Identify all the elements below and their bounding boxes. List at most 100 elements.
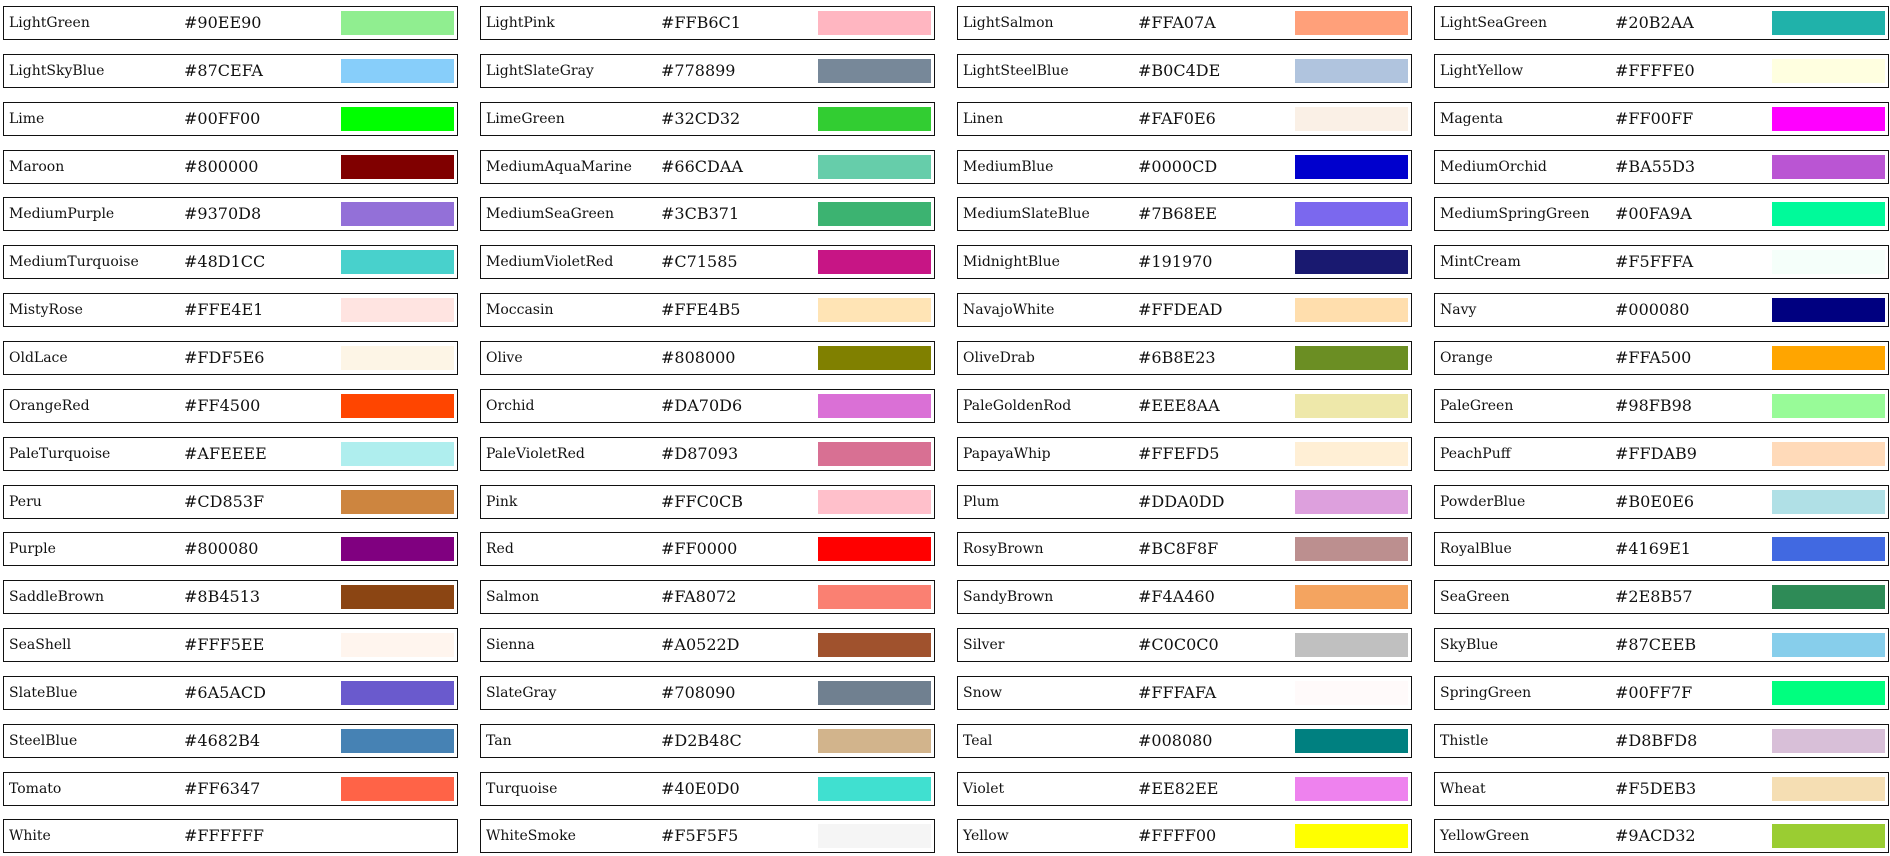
color-name: PaleVioletRed (486, 446, 585, 462)
color-row-white: White#FFFFFF (3, 819, 458, 853)
color-hex: #8B4513 (184, 587, 261, 606)
color-row-linen: Linen#FAF0E6 (957, 102, 1412, 136)
color-name: RosyBrown (963, 541, 1044, 557)
color-hex: #FF00FF (1615, 109, 1694, 128)
color-swatch (1772, 202, 1885, 226)
color-hex: #FFFAFA (1138, 683, 1217, 702)
color-hex: #FFFFFF (184, 826, 265, 845)
color-name: MintCream (1440, 254, 1521, 270)
color-row-saddlebrown: SaddleBrown#8B4513 (3, 580, 458, 614)
color-swatch (1295, 681, 1408, 705)
color-name: Purple (9, 541, 56, 557)
color-name: MediumTurquoise (9, 254, 139, 270)
color-name: SpringGreen (1440, 685, 1532, 701)
color-row-pink: Pink#FFC0CB (480, 485, 935, 519)
color-hex: #87CEFA (184, 61, 263, 80)
color-swatch (818, 729, 931, 753)
color-hex: #B0E0E6 (1615, 492, 1695, 511)
color-name: OrangeRed (9, 398, 90, 414)
color-swatch (1772, 585, 1885, 609)
color-swatch (341, 537, 454, 561)
color-swatch (341, 394, 454, 418)
color-swatch (818, 11, 931, 35)
color-name: LightGreen (9, 15, 90, 31)
color-swatch (341, 729, 454, 753)
color-row-lightslategray: LightSlateGray #778899 (480, 54, 935, 88)
color-hex: #00FF00 (184, 109, 261, 128)
color-name: Navy (1440, 302, 1477, 318)
color-swatch (1772, 633, 1885, 657)
color-swatch (1772, 777, 1885, 801)
color-row-slategray: SlateGray#708090 (480, 676, 935, 710)
color-swatch (818, 777, 931, 801)
color-name: Teal (963, 733, 993, 749)
color-hex: #FFEFD5 (1138, 444, 1220, 463)
color-name: PeachPuff (1440, 446, 1511, 462)
color-name: LightSeaGreen (1440, 15, 1548, 31)
color-row-sienna: Sienna#A0522D (480, 628, 935, 662)
color-hex: #778899 (661, 61, 736, 80)
color-hex: #F5F5F5 (661, 826, 739, 845)
color-hex: #48D1CC (184, 252, 266, 271)
color-name: Plum (963, 494, 1000, 510)
color-name: Sienna (486, 637, 535, 653)
color-row-limegreen: LimeGreen#32CD32 (480, 102, 935, 136)
color-name: LightSlateGray (486, 63, 594, 79)
color-hex: #00FF7F (1615, 683, 1693, 702)
color-hex: #87CEEB (1615, 635, 1697, 654)
color-swatch (1295, 824, 1408, 848)
color-row-paleturquoise: PaleTurquoise#AFEEEE (3, 437, 458, 471)
color-hex: #FFE4E1 (184, 300, 264, 319)
color-row-skyblue: SkyBlue#87CEEB (1434, 628, 1889, 662)
color-row-olive: Olive#808000 (480, 341, 935, 375)
color-swatch (1295, 729, 1408, 753)
color-row-sandybrown: SandyBrown #F4A460 (957, 580, 1412, 614)
color-row-steelblue: SteelBlue#4682B4 (3, 724, 458, 758)
color-row-mintcream: MintCream#F5FFFA (1434, 245, 1889, 279)
color-swatch (1295, 633, 1408, 657)
color-hex: #008080 (1138, 731, 1213, 750)
color-hex: #FFF5EE (184, 635, 265, 654)
color-row-mistyrose: MistyRose#FFE4E1 (3, 293, 458, 327)
color-row-peachpuff: PeachPuff#FFDAB9 (1434, 437, 1889, 471)
color-swatch (818, 250, 931, 274)
color-swatch (341, 346, 454, 370)
color-row-mediumvioletred: MediumVioletRed#C71585 (480, 245, 935, 279)
color-row-silver: Silver#C0C0C0 (957, 628, 1412, 662)
color-row-mediumturquoise: MediumTurquoise #48D1CC (3, 245, 458, 279)
color-swatch (1772, 59, 1885, 83)
color-hex: #DA70D6 (661, 396, 743, 415)
color-name: NavajoWhite (963, 302, 1055, 318)
color-hex: #66CDAA (661, 157, 743, 176)
color-name: SlateGray (486, 685, 557, 701)
color-name: Yellow (963, 828, 1009, 844)
color-hex: #800000 (184, 157, 259, 176)
color-row-salmon: Salmon#FA8072 (480, 580, 935, 614)
color-swatch (1772, 107, 1885, 131)
color-hex: #98FB98 (1615, 396, 1692, 415)
color-row-purple: Purple#800080 (3, 532, 458, 566)
color-name: MediumSlateBlue (963, 206, 1090, 222)
color-swatch (818, 633, 931, 657)
color-swatch (818, 824, 931, 848)
color-name: Maroon (9, 159, 65, 175)
color-swatch (1295, 537, 1408, 561)
color-row-yellow: Yellow#FFFF00 (957, 819, 1412, 853)
color-name: PaleGoldenRod (963, 398, 1072, 414)
color-hex: #6B8E23 (1138, 348, 1216, 367)
color-hex: #F4A460 (1138, 587, 1215, 606)
color-row-palevioletred: PaleVioletRed#D87093 (480, 437, 935, 471)
color-name: PaleTurquoise (9, 446, 111, 462)
color-name: YellowGreen (1440, 828, 1530, 844)
color-hex: #7B68EE (1138, 204, 1218, 223)
color-swatch (341, 490, 454, 514)
color-row-peru: Peru#CD853F (3, 485, 458, 519)
color-hex: #FF0000 (661, 539, 738, 558)
color-name: SandyBrown (963, 589, 1054, 605)
color-row-mediumspringgreen: MediumSpringGreen#00FA9A (1434, 197, 1889, 231)
color-swatch (818, 298, 931, 322)
color-swatch (818, 490, 931, 514)
color-hex: #FFB6C1 (661, 13, 741, 32)
color-hex: #0000CD (1138, 157, 1218, 176)
color-swatch (818, 155, 931, 179)
